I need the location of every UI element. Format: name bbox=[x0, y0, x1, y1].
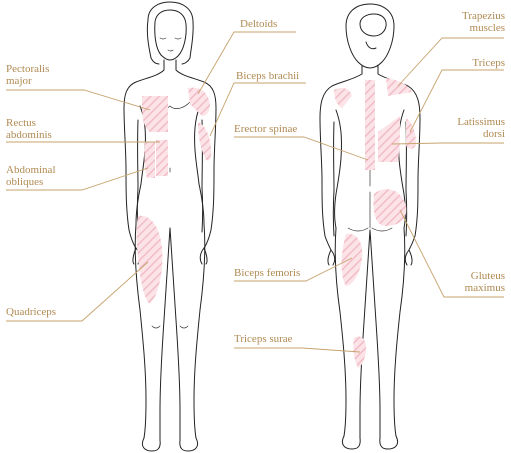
back-feet bbox=[342, 436, 397, 449]
label-deltoids: Deltoids bbox=[240, 18, 277, 30]
label-triceps-line1: Triceps bbox=[472, 57, 505, 69]
front-face bbox=[155, 10, 186, 60]
label-biceps-brachii-line1: Biceps brachii bbox=[236, 70, 299, 82]
label-rectus-abdominis-line1: Rectus bbox=[6, 117, 52, 129]
label-latissimus-dorsi-line2: dorsi bbox=[457, 128, 505, 140]
front-figure bbox=[124, 2, 216, 451]
label-pectoralis-major-line2: major bbox=[6, 75, 49, 87]
biceps-brachii-area bbox=[198, 122, 211, 161]
label-latissimus-dorsi-line1: Latissimus bbox=[457, 116, 505, 128]
front-knees bbox=[152, 326, 188, 328]
label-quadriceps: Quadriceps bbox=[6, 306, 56, 318]
leader-pectoralis bbox=[6, 90, 150, 110]
label-rectus-abdominis-line2: abdominis bbox=[6, 129, 52, 141]
label-biceps-brachii: Biceps brachii bbox=[236, 70, 299, 82]
label-triceps: Triceps bbox=[472, 57, 505, 69]
deltoid-back-area bbox=[334, 88, 352, 108]
erector-spinae-area bbox=[365, 80, 375, 170]
leader-deltoids bbox=[198, 32, 296, 94]
label-trapezius: Trapezius muscles bbox=[462, 10, 505, 34]
label-erector-spinae: Erector spinae bbox=[234, 123, 297, 135]
label-biceps-femoris-line1: Biceps femoris bbox=[234, 267, 300, 279]
label-gluteus-maximus-line1: Gluteus bbox=[465, 270, 505, 282]
label-pectoralis-major: Pectoralis major bbox=[6, 63, 49, 87]
label-latissimus-dorsi: Latissimus dorsi bbox=[457, 116, 505, 140]
label-pectoralis-major-line1: Pectoralis bbox=[6, 63, 49, 75]
leader-triceps-surae bbox=[234, 348, 360, 352]
quadriceps-area bbox=[137, 216, 163, 304]
pectoralis-major-area bbox=[142, 96, 168, 132]
label-triceps-surae: Triceps surae bbox=[234, 333, 293, 345]
label-trapezius-line1: Trapezius bbox=[462, 10, 505, 22]
label-erector-spinae-line1: Erector spinae bbox=[234, 123, 297, 135]
label-gluteus-maximus-line2: maximus bbox=[465, 282, 505, 294]
label-abdominal-obliques: Abdominal obliques bbox=[6, 164, 56, 188]
leader-erector bbox=[234, 137, 368, 160]
back-hands bbox=[328, 250, 412, 265]
label-biceps-femoris: Biceps femoris bbox=[234, 267, 300, 279]
front-eyes bbox=[160, 38, 181, 51]
hair-bun bbox=[360, 14, 386, 49]
label-quadriceps-line1: Quadriceps bbox=[6, 306, 56, 318]
label-deltoids-line1: Deltoids bbox=[240, 18, 277, 30]
label-abdominal-obliques-line2: obliques bbox=[6, 176, 56, 188]
biceps-femoris-area bbox=[342, 234, 363, 286]
front-feet bbox=[142, 438, 197, 451]
abdominal-obliques-area bbox=[144, 142, 155, 178]
label-abdominal-obliques-line1: Abdominal bbox=[6, 164, 56, 176]
rectus-abdominis-area bbox=[156, 140, 168, 176]
label-triceps-surae-line1: Triceps surae bbox=[234, 333, 293, 345]
label-gluteus-maximus: Gluteus maximus bbox=[465, 270, 505, 294]
trapezius-area bbox=[386, 78, 412, 96]
latissimus-dorsi-area bbox=[378, 116, 400, 162]
label-rectus-abdominis: Rectus abdominis bbox=[6, 117, 52, 141]
gluteus-maximus-area bbox=[374, 189, 407, 226]
back-figure bbox=[320, 4, 420, 449]
label-trapezius-line2: muscles bbox=[462, 22, 505, 34]
